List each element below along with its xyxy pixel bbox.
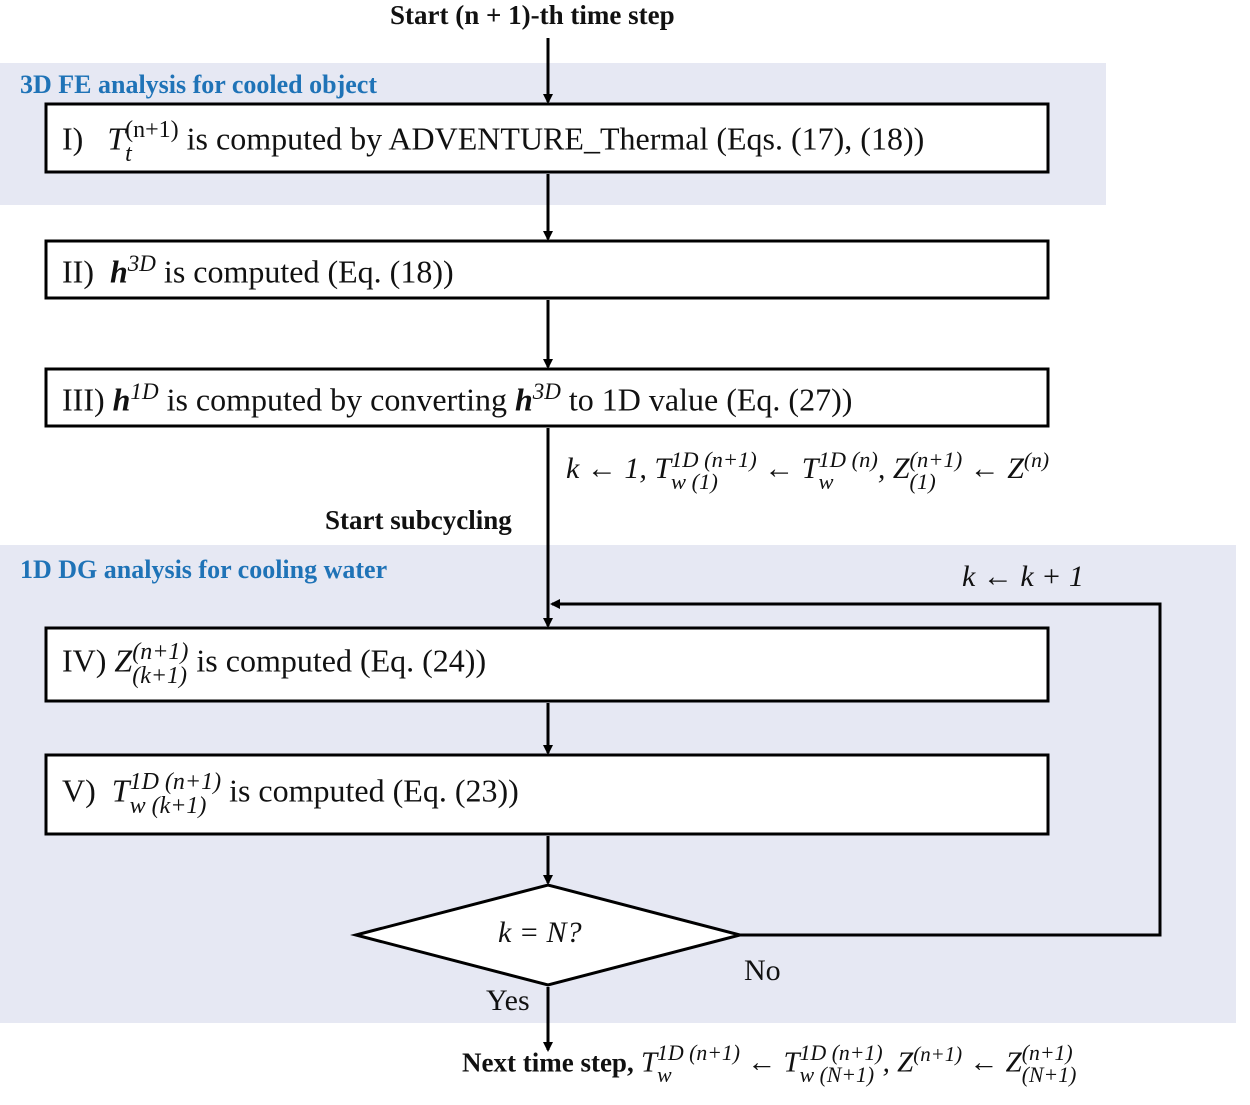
decision-no-label: No — [744, 954, 781, 987]
start-time-step-label: Start (n + 1)-th time step — [390, 0, 675, 30]
k-increment-label: k ← k + 1 — [962, 560, 1084, 593]
step-2-text: II) h3D is computed (Eq. (18)) — [62, 250, 454, 290]
step-3-text: III) h1D is computed by converting h3D t… — [62, 378, 853, 418]
step-1-box — [44, 102, 1050, 174]
step-4-box — [44, 626, 1050, 703]
start-subcycling-label: Start subcycling — [325, 505, 512, 535]
step-4-text: IV) Z(n+1)(k+1) is computed (Eq. (24)) — [62, 639, 487, 689]
decision-yes-label: Yes — [486, 984, 530, 1017]
step-1-text: I) T(n+1)t is computed by ADVENTURE_Ther… — [62, 117, 925, 167]
loop-back-line — [550, 599, 1162, 937]
fe-region-title: 3D FE analysis for cooled object — [20, 70, 377, 99]
step-2-box — [44, 239, 1050, 300]
step-5-box — [44, 753, 1050, 836]
dg-region-title: 1D DG analysis for cooling water — [20, 555, 388, 584]
decision-question: k = N? — [498, 916, 582, 949]
step-3-box — [44, 367, 1050, 428]
